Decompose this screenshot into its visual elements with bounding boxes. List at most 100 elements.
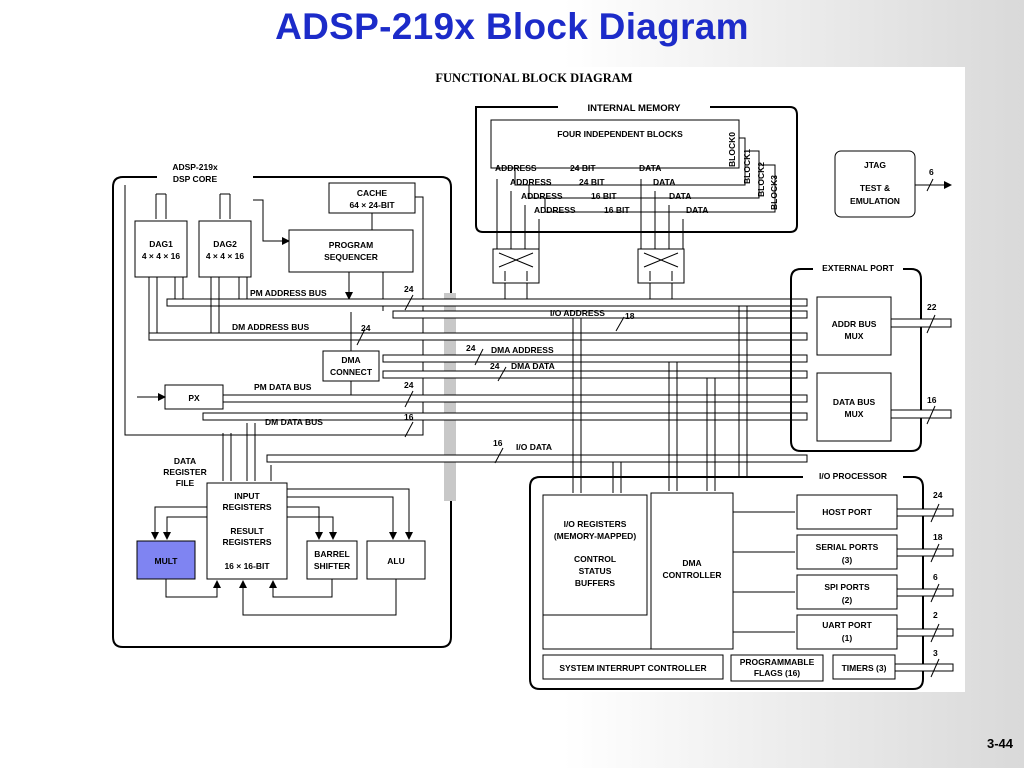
data-mux-label-2: MUX [845,409,864,419]
pm-data-bus-label: PM DATA BUS [254,382,312,392]
external-port-label: EXTERNAL PORT [822,263,894,273]
io-data-width: 16 [493,438,503,448]
spi-ports-label-2: (2) [842,595,853,605]
memory-links [496,179,684,249]
addr-mux-label-1: ADDR BUS [832,319,877,329]
io-data-bus: I/O DATA 16 [266,438,808,464]
data-register-label-2: REGISTER [163,467,206,477]
mem-row1-width: 24 BIT [579,177,605,187]
px-label: PX [188,393,200,403]
uart-port-label-1: UART PORT [822,620,872,630]
io-registers-line-1: I/O REGISTERS [564,519,627,529]
mult-label: MULT [155,556,179,566]
px-block: PX [164,384,224,410]
dm-address-bus: DM ADDRESS BUS 24 [148,322,808,346]
addr-mux-label-2: MUX [845,331,864,341]
dag-bus-drops [148,277,248,333]
register-file-line-2: REGISTERS [222,502,271,512]
data-mux-label-1: DATA BUS [833,397,876,407]
dag1-label: DAG1 [149,239,173,249]
pm-data-width: 24 [404,380,414,390]
sequencer-label-2: SEQUENCER [324,252,378,262]
dag1-size: 4 × 4 × 16 [142,251,181,261]
figure-title: FUNCTIONAL BLOCK DIAGRAM [435,71,632,85]
host-port-block: HOST PORT [796,494,898,530]
core-loop [124,185,424,436]
barrel-shifter-block: BARREL SHIFTER [306,540,358,580]
register-file-line-4: REGISTERS [222,537,271,547]
jtag-pins: 6 [915,167,952,192]
flags-label-2: FLAGS (16) [754,668,800,678]
jtag-pin-count: 6 [929,167,934,177]
block1-label: BLOCK1 [742,149,752,184]
alu-label: ALU [387,556,404,566]
io-registers-line-5: BUFFERS [575,578,615,588]
data-pin-count: 16 [927,395,937,405]
slide-title: ADSP-219x Block Diagram [275,6,749,47]
io-registers-block: I/O REGISTERS (MEMORY-MAPPED) CONTROL ST… [542,494,648,616]
io-registers-line-2: (MEMORY-MAPPED) [554,531,636,541]
jtag-line-1: TEST & [860,183,890,193]
addr-bus-mux-block: ADDR BUS MUX [816,296,892,356]
dma-data-width: 24 [490,361,500,371]
dm-address-bus-label: DM ADDRESS BUS [232,322,309,332]
io-bus-drops [572,306,748,493]
sequencer-label-1: PROGRAM [329,240,373,250]
dag2-block: DAG2 4 × 4 × 16 [198,220,252,278]
shifter-label-1: BARREL [314,549,349,559]
dma-controller-label-1: DMA [682,558,701,568]
jtag-title: JTAG [864,160,886,170]
dma-connect-label-1: DMA [341,355,360,365]
block-diagram: FUNCTIONAL BLOCK DIAGRAM INTERNAL MEMORY… [93,67,965,692]
timers-block: TIMERS (3) [832,654,896,680]
timers-label: TIMERS (3) [842,663,887,673]
mem-row3-data: DATA [686,205,708,215]
cache-block: CACHE 64 × 24-BIT [328,182,416,214]
mem-row0-data: DATA [639,163,661,173]
dma-controller-block: DMA CONTROLLER [650,492,734,650]
dma-address-label: DMA ADDRESS [491,345,554,355]
data-register-label-3: FILE [176,478,195,488]
dma-data-bus: DMA DATA 24 [382,361,808,382]
block3-label: BLOCK3 [769,175,779,210]
io-address-label: I/O ADDRESS [550,308,605,318]
io-processor: I/O PROCESSOR [529,471,924,690]
shifter-label-2: SHIFTER [314,561,350,571]
serial-ports-label-2: (3) [842,555,853,565]
dsp-core-label-1: ADSP-219x [172,162,218,172]
dag1-block: DAG1 4 × 4 × 16 [134,220,188,278]
programmable-flags-block: PROGRAMMABLE FLAGS (16) [730,654,824,682]
internal-memory-label: INTERNAL MEMORY [588,103,682,114]
sic-label: SYSTEM INTERRUPT CONTROLLER [559,663,706,673]
spi-ports-label-1: SPI PORTS [824,582,870,592]
register-file-line-3: RESULT [230,526,264,536]
program-sequencer-block: PROGRAM SEQUENCER [288,229,414,273]
dma-connect-label-2: CONNECT [330,367,373,377]
pm-address-bus-label: PM ADDRESS BUS [250,288,327,298]
pm-address-bus: PM ADDRESS BUS 24 [166,284,808,311]
mem-row2-data: DATA [669,191,691,201]
alu-block: ALU [366,540,426,580]
data-crossbar [637,248,685,284]
data-register-label-1: DATA [174,456,196,466]
dm-address-width: 24 [361,323,371,333]
memory-subtitle: FOUR INDEPENDENT BLOCKS [557,129,683,139]
io-data-label: I/O DATA [516,442,552,452]
dag2-label: DAG2 [213,239,237,249]
register-file-links [222,423,272,481]
dm-data-bus-label: DM DATA BUS [265,417,323,427]
dm-data-bus: DM DATA BUS 16 [202,412,808,438]
io-registers-line-4: STATUS [579,566,612,576]
cache-label: CACHE [357,188,388,198]
io-processor-label: I/O PROCESSOR [819,471,887,481]
dma-address-bus: DMA ADDRESS 24 [382,343,808,366]
serial-ports-block: SERIAL PORTS (3) [796,534,898,570]
external-port-pins: 22 16 [890,302,952,425]
mem-row1-address: ADDRESS [510,177,552,187]
dag-feedback [155,193,290,245]
io-register-shelf [542,615,651,650]
timer-pin-count: 3 [933,648,938,658]
jtag-block: JTAG TEST & EMULATION [834,150,916,218]
mem-row0-width: 24 BIT [570,163,596,173]
pm-data-bus: PM DATA BUS 24 [222,380,808,408]
